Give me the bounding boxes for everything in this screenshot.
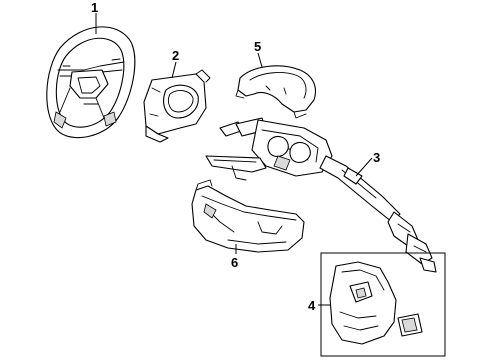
callout-2: 2: [172, 48, 179, 63]
leader-2: [171, 61, 177, 79]
column-cover-upper: [235, 65, 317, 119]
steering-wheel: [46, 26, 136, 139]
callout-6: 6: [231, 255, 238, 270]
steering-column: [205, 117, 437, 273]
leader-3: [355, 157, 373, 177]
callout-5: 5: [254, 39, 261, 54]
callout-4: 4: [308, 298, 316, 313]
leader-5: [257, 52, 263, 68]
callout-1: 1: [91, 0, 98, 15]
column-cover-lower: [329, 261, 423, 345]
airbag-module: [143, 69, 211, 143]
callout-3: 3: [373, 150, 380, 165]
column-cover-side: [191, 179, 305, 253]
